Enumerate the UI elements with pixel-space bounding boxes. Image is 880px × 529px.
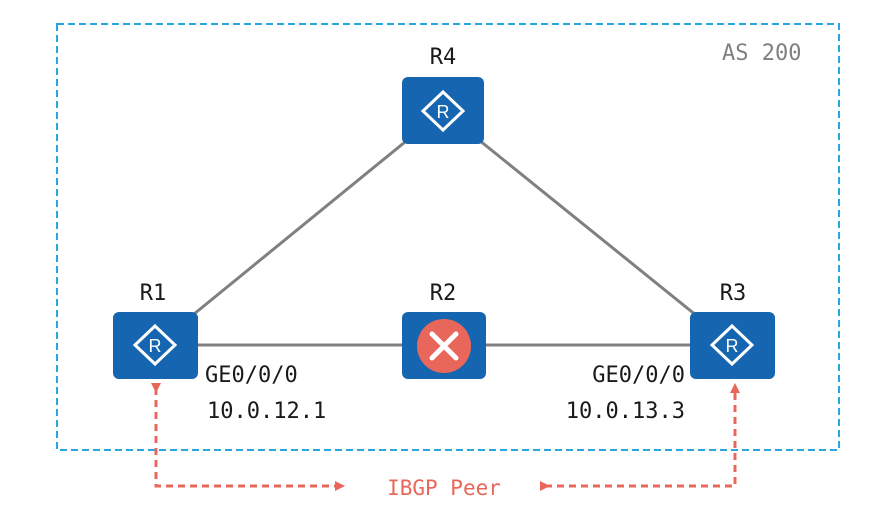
as-label: AS 200 xyxy=(722,41,801,66)
router-r4[interactable]: R xyxy=(402,77,484,144)
router-icon: R xyxy=(420,89,466,133)
router-label-r4: R4 xyxy=(430,45,457,70)
router-icon: R xyxy=(132,323,178,367)
router-label-r1: R1 xyxy=(140,281,167,306)
interface-ip-r3: 10.0.13.3 xyxy=(566,399,685,424)
svg-text:R: R xyxy=(149,336,162,356)
router-r1[interactable]: R xyxy=(113,312,198,379)
router-label-r2: R2 xyxy=(430,281,457,306)
peer-arrow-right xyxy=(540,383,740,491)
svg-text:R: R xyxy=(437,102,450,122)
interface-name-r3: GE0/0/0 xyxy=(592,363,685,388)
peer-arrow-left xyxy=(151,383,345,491)
as-boundary xyxy=(56,23,840,451)
link-r4-r3 xyxy=(442,109,734,347)
svg-text:R: R xyxy=(726,336,739,356)
router-label-r3: R3 xyxy=(720,281,747,306)
interface-ip-r1: 10.0.12.1 xyxy=(207,399,326,424)
x-icon xyxy=(417,319,471,373)
router-icon: R xyxy=(709,323,755,367)
router-r3[interactable]: R xyxy=(690,312,775,379)
interface-name-r1: GE0/0/0 xyxy=(205,363,298,388)
peer-label: IBGP Peer xyxy=(387,476,501,500)
router-r2[interactable] xyxy=(402,312,486,379)
link-r1-r4 xyxy=(155,109,444,347)
